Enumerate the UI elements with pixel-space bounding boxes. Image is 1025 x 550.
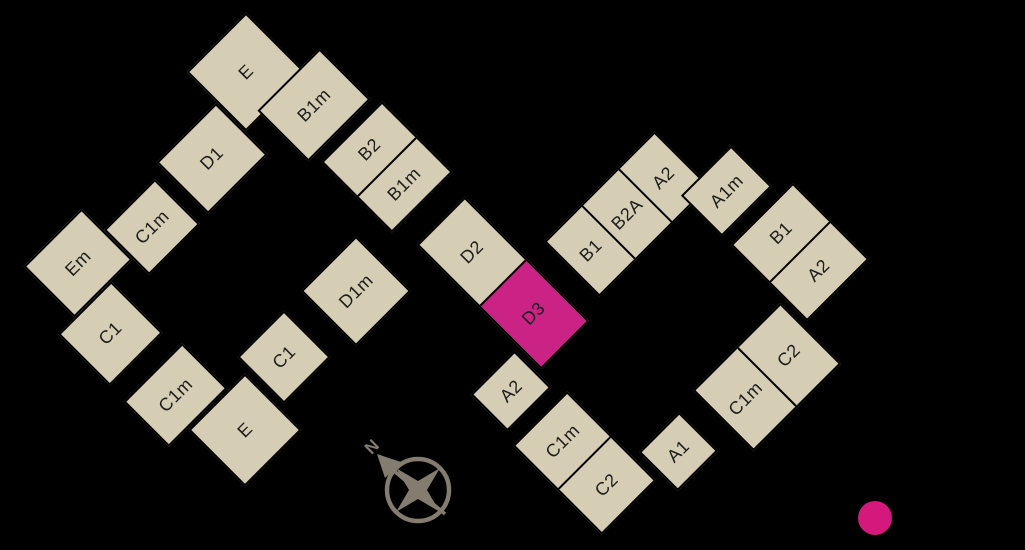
highlight-marker-dot xyxy=(858,501,892,535)
unit-d1m[interactable]: D1m xyxy=(334,269,377,312)
compass-ring xyxy=(387,459,449,521)
compass-north-label: N xyxy=(361,436,383,458)
compass-needle xyxy=(393,470,445,514)
compass-arrowhead xyxy=(377,454,401,478)
compass-north-icon: N xyxy=(361,436,493,550)
building-block-d1m: D1m xyxy=(300,235,412,347)
